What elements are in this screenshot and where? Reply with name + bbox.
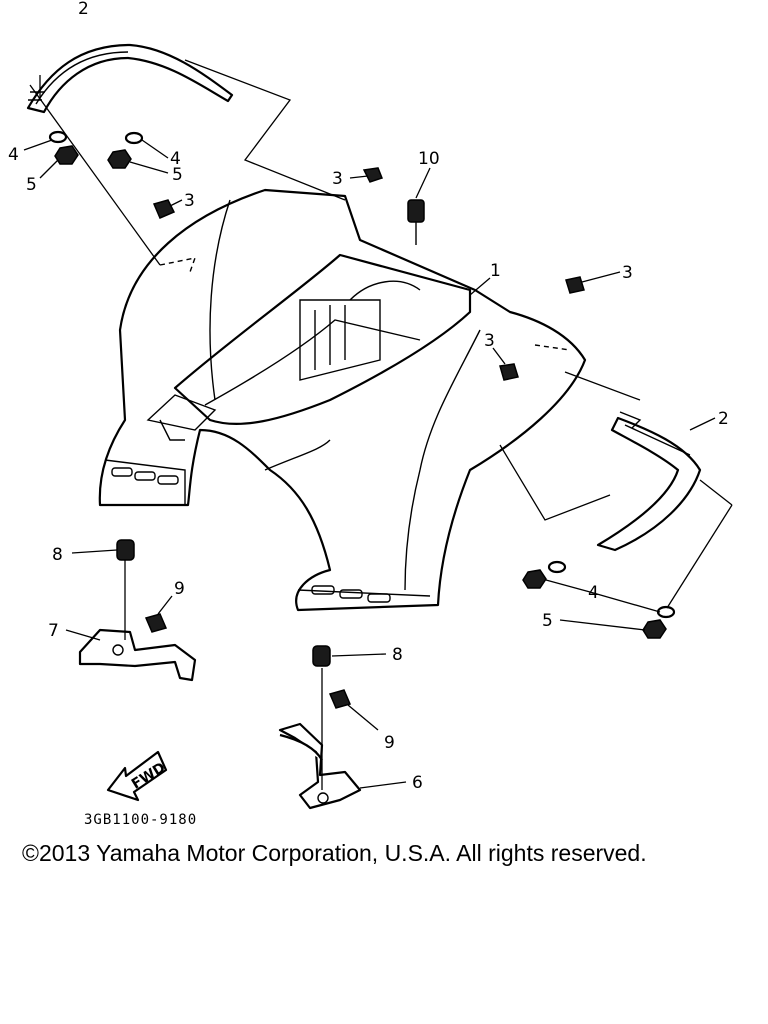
callout-9-center: 9: [384, 733, 395, 753]
bracket-center: [278, 722, 362, 810]
left-grab-bar: [26, 43, 234, 114]
copyright-notice: ©2013 Yamaha Motor Corporation, U.S.A. A…: [22, 840, 647, 866]
callout-7: 7: [48, 621, 59, 641]
callout-5-left: 5: [26, 175, 37, 195]
callout-10: 10: [418, 149, 440, 169]
fwd-arrow-icon: FWD: [106, 750, 168, 802]
callout-3-mid: 3: [484, 331, 495, 351]
callout-labels: 2 4 5 4 5 3 3 10 1 3 3 2 4 5 8 9 7 8 9 6: [8, 0, 729, 793]
callout-3-left: 3: [184, 191, 195, 211]
callout-9-left: 9: [174, 579, 185, 599]
rear-fender-body: [98, 188, 587, 612]
callout-8-center: 8: [392, 645, 403, 665]
bracket-left: [78, 628, 197, 682]
callout-4-left: 4: [8, 145, 19, 165]
right-grab-bar: [596, 411, 702, 552]
callout-2-right: 2: [718, 409, 729, 429]
callout-5-right: 5: [542, 611, 553, 631]
callout-5-center: 5: [172, 165, 183, 185]
leader-lines: [23, 59, 733, 790]
drawing-code: 3GB1100-9180: [84, 812, 198, 828]
fasteners: [48, 130, 676, 761]
parts-diagram: FWD 2 4 5 4 5 3 3 10 1 3 3 2 4 5 8 9 7 8…: [8, 0, 733, 810]
callout-1: 1: [490, 261, 501, 281]
callout-4-right: 4: [588, 583, 599, 603]
callout-6: 6: [412, 773, 423, 793]
callout-8-left: 8: [52, 545, 63, 565]
callout-2-top: 2: [78, 0, 89, 19]
callout-3-top: 3: [332, 169, 343, 189]
callout-3-right: 3: [622, 263, 633, 283]
callout-4-center: 4: [170, 149, 181, 169]
